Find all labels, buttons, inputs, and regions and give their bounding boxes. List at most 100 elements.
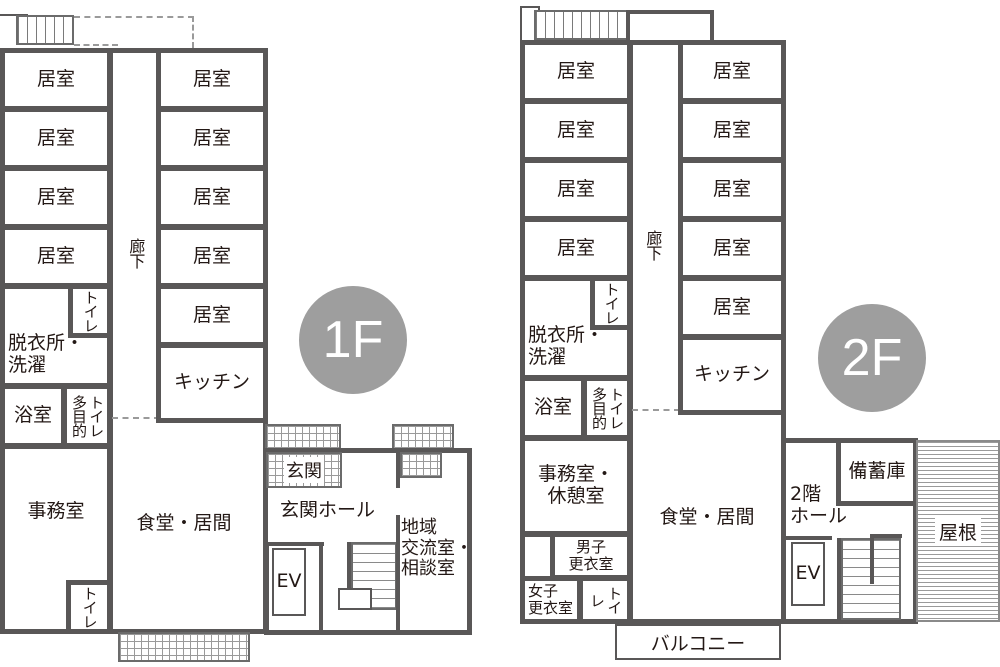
room-label: 居室 <box>556 59 595 82</box>
room-label: 事務室 <box>27 500 85 522</box>
room-label: 居室 <box>556 236 595 259</box>
resident-room: 居室 <box>678 158 786 221</box>
room-label: 食堂・居間 <box>136 512 232 534</box>
roof: 屋根 <box>916 440 1000 622</box>
room-label: キッチン <box>693 363 770 386</box>
eave-line <box>74 16 194 18</box>
room-label: 居室 <box>712 59 751 82</box>
room-label: トイレ <box>87 395 106 437</box>
office-break-room: 事務室・ 休憩室 <box>520 436 632 536</box>
room-label: 浴室 <box>13 404 52 427</box>
room-label: 居室 <box>556 118 595 141</box>
room-label: 屋根 <box>934 517 981 545</box>
room-label: 女子 更衣室 <box>528 581 574 617</box>
room-label: トイレ <box>602 282 621 324</box>
hall-label: 2階 ホール <box>790 483 848 527</box>
room-label: 食堂・居間 <box>659 506 755 528</box>
upper-deck <box>626 10 714 44</box>
room-label: 多目的 <box>590 387 608 429</box>
room-label: バルコニー <box>650 632 746 655</box>
room-label: 居室 <box>192 126 231 149</box>
room-label: 浴室 <box>533 396 572 419</box>
eave-line <box>192 16 194 48</box>
balcony: バルコニー <box>615 624 781 660</box>
room-label: 居室 <box>36 244 75 267</box>
wall <box>264 542 269 634</box>
room-label: 脱衣所・ 洗濯 <box>528 324 605 369</box>
outdoor-stair <box>534 10 630 40</box>
elevator: EV <box>791 542 825 606</box>
stair-landing <box>338 588 372 610</box>
room-label: 男子 更衣室 <box>568 537 614 573</box>
porch <box>400 452 442 478</box>
resident-room: 居室 <box>520 40 632 103</box>
wall <box>782 536 832 540</box>
room-label: 居室 <box>192 185 231 208</box>
wall <box>347 542 351 590</box>
multipurpose-toilet: 多目的 トイレ <box>582 376 632 440</box>
room-label: 居室 <box>36 185 75 208</box>
resident-room: 居室 <box>678 99 786 162</box>
stair-landing-outline <box>0 14 28 16</box>
room-label: トイレ <box>588 586 624 614</box>
room-label: 居室 <box>556 177 595 200</box>
wall <box>913 438 918 624</box>
floor-badge-1f: 1F <box>299 286 407 394</box>
resident-room: 居室 <box>678 40 786 103</box>
resident-room: 居室 <box>678 217 786 280</box>
toilet: トイレ <box>66 580 112 634</box>
room-label: 玄関 <box>284 457 324 483</box>
room-label: トイレ <box>80 586 99 628</box>
corridor-label: 廊下 <box>126 238 146 268</box>
resident-room: 居室 <box>520 158 632 221</box>
resident-room: 居室 <box>520 99 632 162</box>
room-label: EV <box>795 562 821 585</box>
resident-room: 居室 <box>156 225 268 288</box>
bathroom: 浴室 <box>0 384 66 448</box>
porch <box>392 424 454 450</box>
wall <box>837 538 841 622</box>
wall <box>396 515 400 635</box>
outdoor-stair <box>16 15 74 45</box>
room-label: キッチン <box>173 371 250 394</box>
toilet: トイレ <box>68 284 112 338</box>
room-label: EV <box>276 570 302 593</box>
corridor-boundary <box>112 417 160 419</box>
room-label: 居室 <box>712 236 751 259</box>
room-label: トイレ <box>81 290 100 332</box>
room-label: 脱衣所・ 洗濯 <box>8 332 85 377</box>
elevator: EV <box>272 548 306 616</box>
room-label: 居室 <box>192 244 231 267</box>
porch <box>265 424 341 450</box>
wall <box>319 542 323 634</box>
mens-locker-room: 男子 更衣室 <box>550 532 632 580</box>
wall <box>870 534 874 584</box>
resident-room: 居室 <box>678 276 786 339</box>
terrace <box>118 632 250 662</box>
wall <box>467 448 472 635</box>
entrance-hall-label: 玄関ホール <box>280 499 376 521</box>
storage-room: 備蓄庫 <box>836 438 918 506</box>
entrance: 玄関 <box>266 452 342 488</box>
kitchen: キッチン <box>156 343 268 423</box>
wall <box>870 534 902 538</box>
wall <box>396 448 400 488</box>
resident-room: 居室 <box>520 217 632 280</box>
resident-room: 居室 <box>156 284 268 347</box>
floor-badge-2f: 2F <box>818 304 926 412</box>
room-label: 居室 <box>712 295 751 318</box>
resident-room: 居室 <box>156 166 268 229</box>
corridor-boundary <box>632 409 680 411</box>
room-label: 備蓄庫 <box>848 460 906 483</box>
eave-line <box>74 44 118 46</box>
room-label: 居室 <box>712 118 751 141</box>
room-label: トイレ <box>607 387 626 429</box>
room-label: 居室 <box>36 67 75 90</box>
wall <box>264 542 324 546</box>
room-label: 居室 <box>36 126 75 149</box>
toilet: トイレ <box>590 276 632 330</box>
wall <box>264 630 472 635</box>
wall <box>264 448 472 453</box>
toilet: トイレ <box>578 576 632 624</box>
